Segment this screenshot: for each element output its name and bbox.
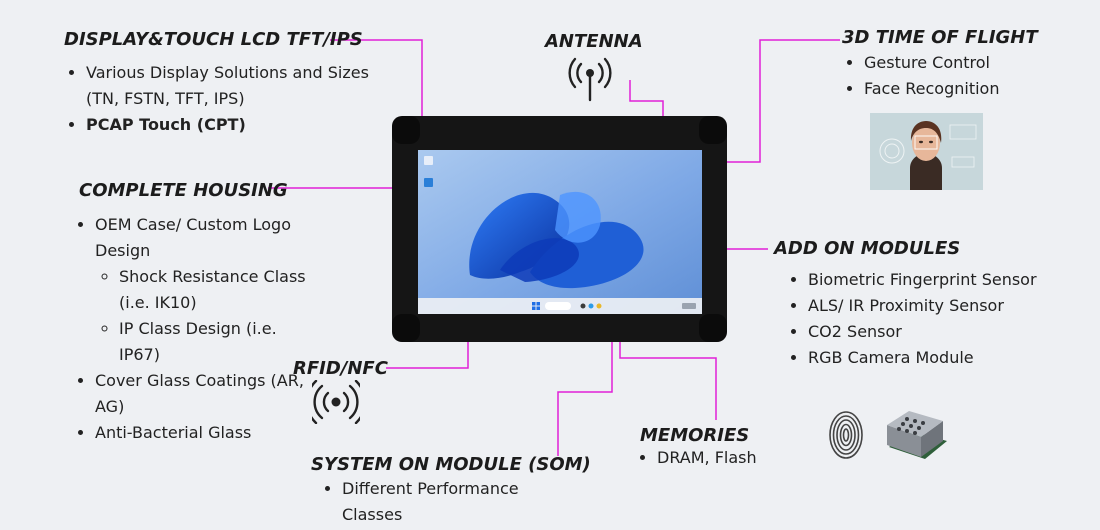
title-addon: ADD ON MODULES xyxy=(774,238,961,259)
list-item: ALS/ IR Proximity Sensor xyxy=(808,293,1058,319)
list-item-text: OEM Case/ Custom Logo Design xyxy=(95,215,291,260)
list-item: PCAP Touch (CPT) xyxy=(86,112,386,138)
list-item: Cover Glass Coatings (AR, AG) xyxy=(95,368,315,420)
title-tof: 3D TIME OF FLIGHT xyxy=(842,27,1038,48)
desktop-icon-1 xyxy=(424,156,433,165)
list-item: DRAM, Flash xyxy=(657,445,857,471)
list-som: Different Performance Classes xyxy=(320,476,567,528)
title-antenna: ANTENNA xyxy=(545,31,643,52)
sublist-housing: Shock Resistance Class (i.e. IK10) IP Cl… xyxy=(95,264,315,368)
taskbar-clock xyxy=(682,303,696,309)
sublist-item: IP Class Design (i.e. IP67) xyxy=(119,316,315,368)
list-display: Various Display Solutions and Sizes (TN,… xyxy=(64,60,386,138)
tablet-corner-tl xyxy=(392,116,420,144)
sublist-item: Shock Resistance Class (i.e. IK10) xyxy=(119,264,315,316)
title-rfid: RFID/NFC xyxy=(293,358,388,379)
face-scan-image xyxy=(870,113,983,190)
desktop-icon-2 xyxy=(424,178,433,187)
taskbar-app-3 xyxy=(596,303,602,309)
taskbar-app-1 xyxy=(580,303,586,309)
title-housing: COMPLETE HOUSING xyxy=(79,180,288,201)
tablet-corner-tr xyxy=(699,116,727,144)
list-memories: DRAM, Flash xyxy=(635,445,857,471)
list-item: Face Recognition xyxy=(864,76,1100,102)
list-item: Biometric Fingerprint Sensor xyxy=(808,267,1058,293)
windows-logo-icon xyxy=(532,302,540,310)
list-addon: Biometric Fingerprint Sensor ALS/ IR Pro… xyxy=(786,267,1058,371)
title-memories: MEMORIES xyxy=(640,425,750,446)
tablet-corner-br xyxy=(699,314,727,342)
title-display: DISPLAY&TOUCH LCD TFT/IPS xyxy=(64,29,363,50)
list-item: CO2 Sensor xyxy=(808,319,1058,345)
leader-som xyxy=(557,328,613,456)
list-item: Gesture Control xyxy=(864,50,1100,76)
list-item: RGB Camera Module xyxy=(808,345,1058,371)
list-tof: Gesture Control Face Recognition xyxy=(842,50,1100,102)
windows-bloom-wallpaper xyxy=(469,191,644,289)
camera-module-icon xyxy=(887,411,947,459)
taskbar-app-2 xyxy=(588,303,594,309)
list-item: Different Performance Classes xyxy=(342,476,567,528)
rfid-icon xyxy=(312,380,360,424)
tablet-corner-bl xyxy=(392,314,420,342)
antenna-icon xyxy=(568,57,612,102)
list-housing: OEM Case/ Custom Logo Design Shock Resis… xyxy=(73,212,315,446)
list-item: OEM Case/ Custom Logo Design Shock Resis… xyxy=(95,212,315,368)
list-item: Anti-Bacterial Glass xyxy=(95,420,315,446)
fingerprint-icon xyxy=(829,411,863,459)
taskbar-search xyxy=(545,302,571,310)
title-som: SYSTEM ON MODULE (SOM) xyxy=(311,454,591,475)
list-item: Various Display Solutions and Sizes (TN,… xyxy=(86,60,386,112)
